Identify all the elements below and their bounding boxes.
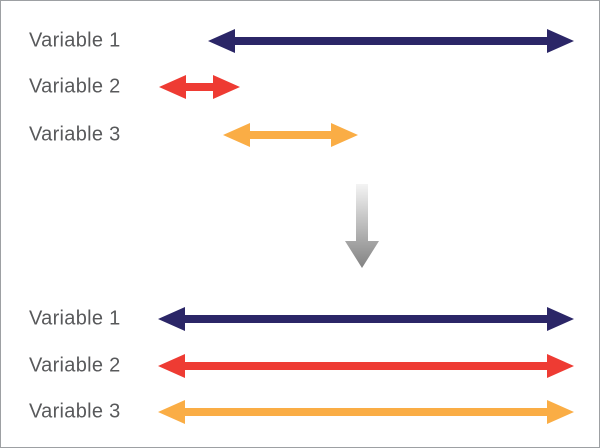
- variable-3-after-label: Variable 3: [29, 400, 121, 423]
- arrow-left-head-icon: [158, 400, 185, 424]
- arrow-shaft: [185, 362, 547, 370]
- arrow-shaft: [235, 37, 547, 45]
- arrow-shaft: [185, 315, 547, 323]
- variable-2-after-range-arrow: [158, 354, 574, 378]
- variable-3-before-range-arrow: [223, 123, 358, 147]
- arrow-left-head-icon: [159, 75, 186, 99]
- arrow-right-head-icon: [547, 400, 574, 424]
- arrow-right-head-icon: [547, 307, 574, 331]
- variable-3-after-range-arrow: [158, 400, 574, 424]
- arrow-left-head-icon: [158, 307, 185, 331]
- variable-3-before-label: Variable 3: [29, 123, 121, 146]
- down-arrow-icon: [345, 184, 379, 268]
- arrow-right-head-icon: [547, 354, 574, 378]
- variable-2-before-label: Variable 2: [29, 75, 121, 98]
- arrow-right-head-icon: [213, 75, 240, 99]
- variable-1-after-range-arrow: [158, 307, 574, 331]
- arrow-shaft: [250, 131, 331, 139]
- arrow-right-head-icon: [547, 29, 574, 53]
- variable-2-before-range-arrow: [159, 75, 240, 99]
- arrow-shaft: [186, 83, 213, 91]
- variable-1-after-label: Variable 1: [29, 307, 121, 330]
- variable-1-before-label: Variable 1: [29, 29, 121, 52]
- arrow-left-head-icon: [158, 354, 185, 378]
- variable-2-after-label: Variable 2: [29, 354, 121, 377]
- arrow-left-head-icon: [208, 29, 235, 53]
- arrow-right-head-icon: [331, 123, 358, 147]
- arrow-shaft: [185, 408, 547, 416]
- variable-1-before-range-arrow: [208, 29, 574, 53]
- arrow-left-head-icon: [223, 123, 250, 147]
